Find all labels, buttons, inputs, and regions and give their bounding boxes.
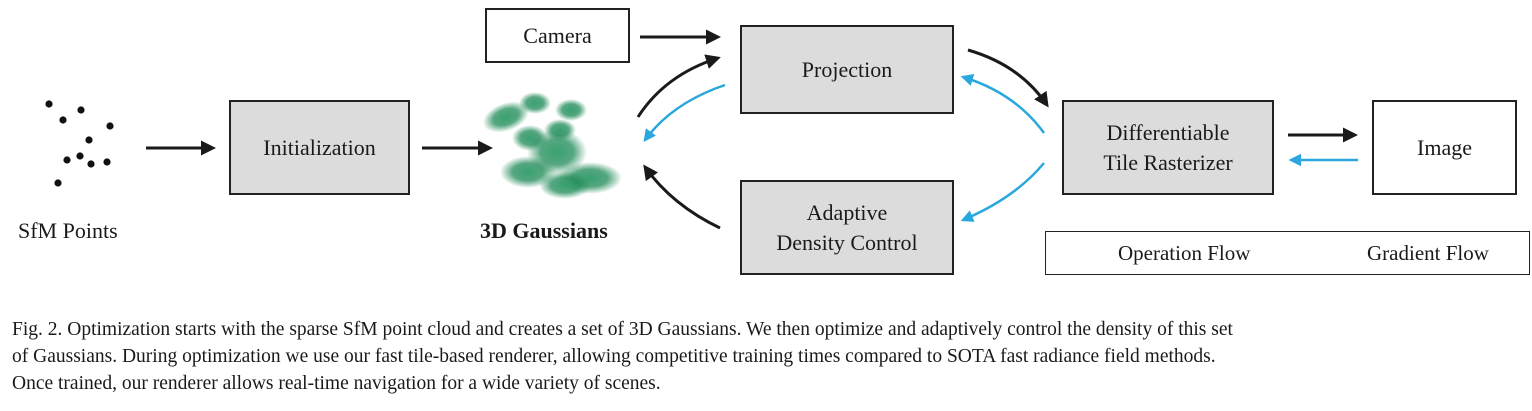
legend-gradient-flow: Gradient Flow: [1367, 241, 1489, 265]
gaussians-label: 3D Gaussians: [480, 218, 608, 243]
projection-box: Projection: [740, 25, 954, 114]
projection-label: Projection: [801, 56, 893, 82]
image-label: Image: [1417, 134, 1472, 160]
camera-box: Camera: [485, 8, 630, 63]
rasterizer-label-line2: Tile Rasterizer: [1103, 149, 1233, 175]
caption-line-3: Once trained, our renderer allows real-t…: [12, 373, 661, 394]
initialization-box: Initialization: [229, 100, 410, 195]
caption-line-2: of Gaussians. During optimization we use…: [12, 346, 1216, 367]
legend: Operation Flow Gradient Flow: [1045, 231, 1530, 275]
pipeline-diagram: SfM Points Initialization 3D Gaussians C…: [18, 8, 1530, 275]
legend-operation-flow: Operation Flow: [1118, 241, 1251, 265]
sfm-points-label: SfM Points: [18, 218, 118, 243]
adc-label-line2: Density Control: [776, 229, 918, 255]
differentiable-rasterizer-box: Differentiable Tile Rasterizer: [1062, 100, 1274, 195]
image-box: Image: [1372, 100, 1517, 195]
adaptive-density-control-box: Adaptive Density Control: [740, 180, 954, 275]
initialization-label: Initialization: [263, 134, 376, 160]
adc-label-line1: Adaptive: [806, 199, 888, 225]
gaussians-illustration: [482, 92, 622, 199]
sfm-point-cloud: [45, 100, 114, 187]
camera-label: Camera: [523, 22, 592, 48]
rasterizer-label-line1: Differentiable: [1106, 119, 1230, 145]
caption-line-1: Fig. 2. Optimization starts with the spa…: [12, 319, 1233, 340]
figure-caption: Fig. 2. Optimization starts with the spa…: [12, 316, 1524, 397]
